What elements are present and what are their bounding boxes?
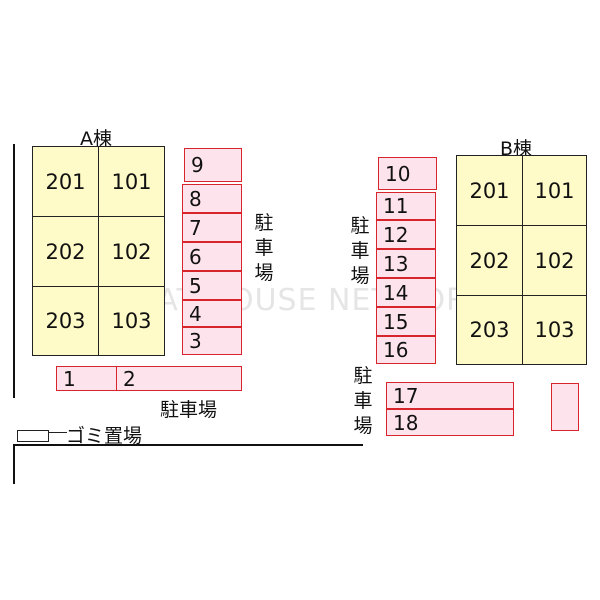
- parking-space-13: 13: [376, 249, 436, 278]
- unit-b-102: 102: [522, 225, 587, 296]
- unit-b-103: 103: [522, 295, 587, 365]
- unit-a-103: 103: [98, 286, 165, 356]
- parking-space-15: 15: [376, 307, 436, 336]
- parking-space-12: 12: [376, 220, 436, 249]
- road-line: [13, 444, 363, 446]
- road-edge-line: [13, 444, 15, 484]
- parking-space-5: 5: [182, 271, 242, 300]
- garbage-pointer-line: [49, 432, 67, 433]
- parking-space-4: 4: [182, 300, 242, 327]
- parking-space-17: 17: [386, 382, 514, 409]
- building-a-label: A棟: [80, 128, 112, 150]
- parking-space-2: 2: [116, 366, 242, 391]
- unit-a-102: 102: [98, 216, 165, 287]
- left-boundary-line: [13, 144, 15, 398]
- parking-space-8: 8: [182, 184, 242, 213]
- parking-space-6: 6: [182, 242, 242, 271]
- unit-b-201: 201: [456, 155, 523, 226]
- unit-a-203: 203: [32, 286, 99, 356]
- unit-b-202: 202: [456, 225, 523, 296]
- unit-b-101: 101: [522, 155, 587, 226]
- parking-space-7: 7: [182, 213, 242, 242]
- parking-space-unlabeled: [551, 383, 579, 431]
- unit-a-202: 202: [32, 216, 99, 287]
- parking-space-9: 9: [184, 148, 242, 182]
- unit-a-201: 201: [32, 146, 99, 217]
- garbage-box: [17, 430, 49, 442]
- unit-b-203: 203: [456, 295, 523, 365]
- parking-space-11: 11: [376, 192, 436, 220]
- parking-space-14: 14: [376, 278, 436, 307]
- parking-space-3: 3: [182, 327, 242, 355]
- parking-space-1: 1: [56, 366, 117, 391]
- parking-space-10: 10: [378, 157, 437, 190]
- parking-space-18: 18: [386, 409, 514, 436]
- parking-space-16: 16: [376, 336, 436, 364]
- garbage-label: ゴミ置場: [66, 425, 143, 447]
- building-b-label: B棟: [500, 138, 533, 160]
- unit-a-101: 101: [98, 146, 165, 217]
- parking-label-bottom: 駐車場: [160, 399, 218, 421]
